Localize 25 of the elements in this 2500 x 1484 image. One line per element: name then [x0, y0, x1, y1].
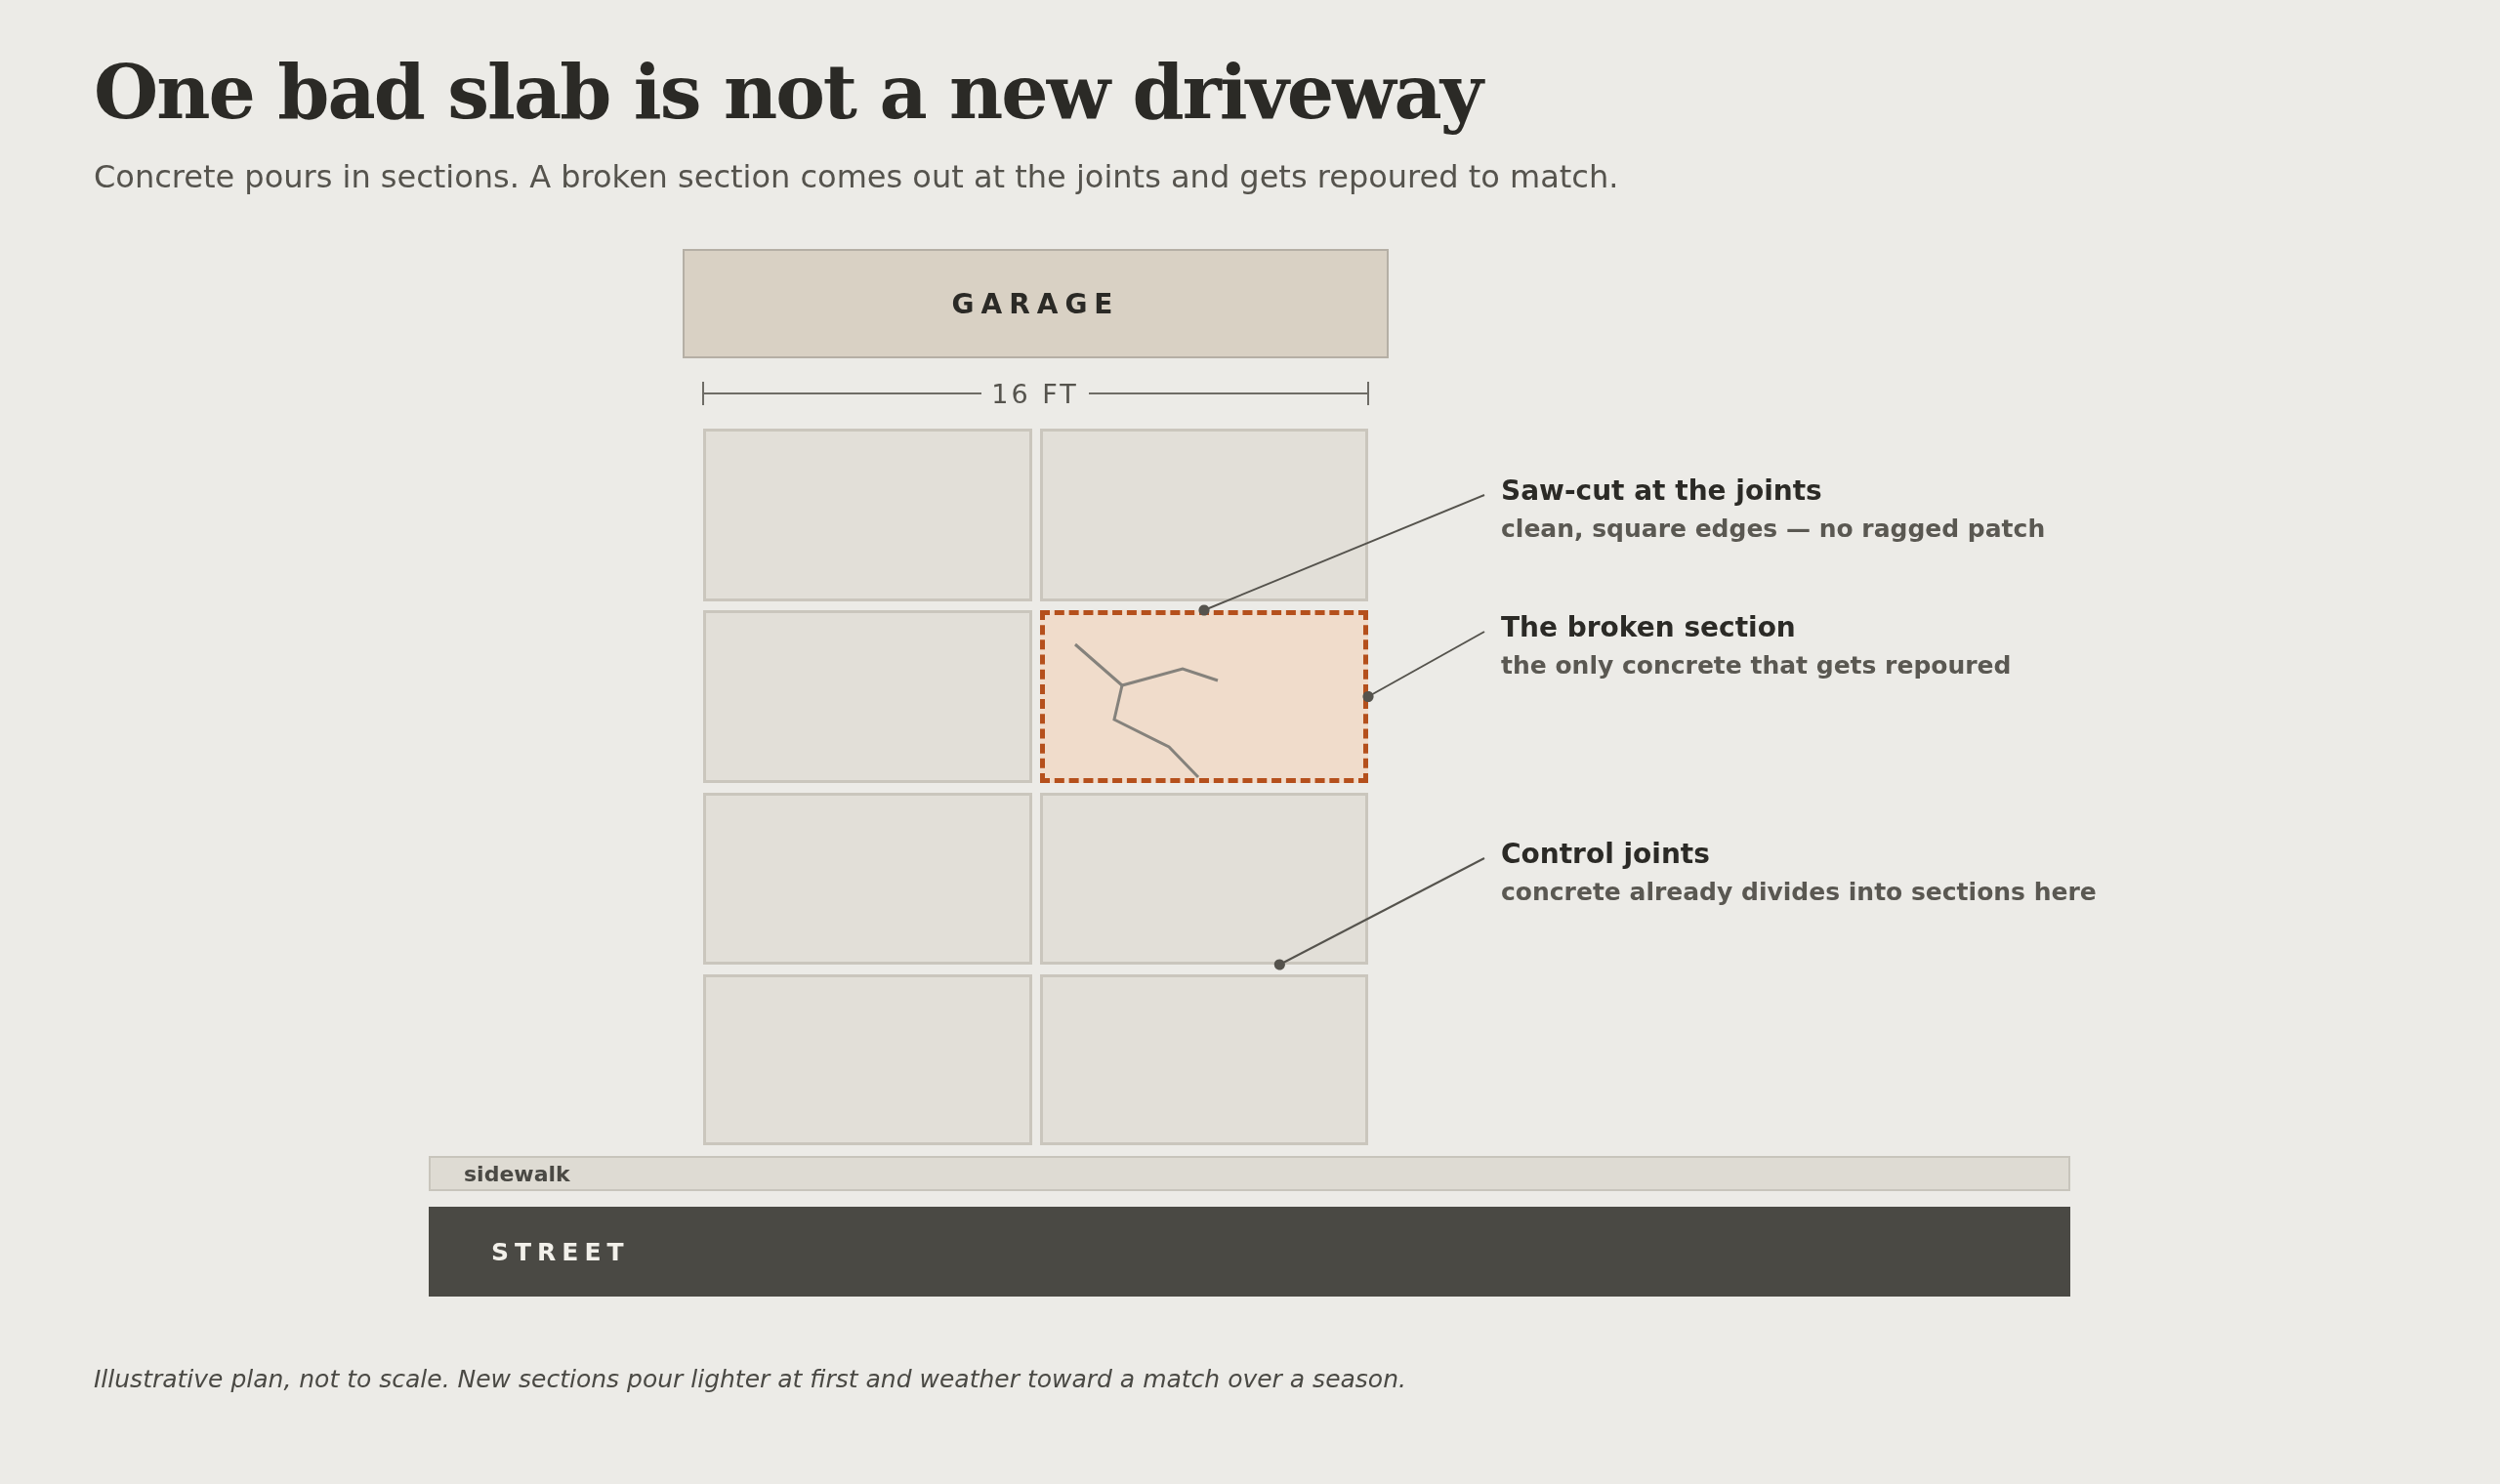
- callout-title: The broken section: [1501, 611, 1797, 643]
- callout-text: concrete already divides into sections here: [1501, 878, 2097, 906]
- subtitle: Concrete pours in sections. A broken section comes out at the joints and gets repoured to match.: [94, 158, 1619, 195]
- broken-slab: [1040, 610, 1368, 783]
- callout-title: Saw-cut at the joints: [1501, 474, 1823, 507]
- slab: [1040, 429, 1368, 601]
- sidewalk-strip: [429, 1156, 2070, 1191]
- garage-label: GARAGE: [951, 287, 1120, 320]
- leader-line: [1198, 494, 1485, 616]
- caption: Illustrative plan, not to scale. New sections pour lighter at first and weather toward a match over a season.: [94, 1365, 1406, 1393]
- sidewalk-label: sidewalk: [464, 1161, 570, 1186]
- slab: [703, 429, 1032, 601]
- slab: [703, 610, 1032, 783]
- callout-title: Control joints: [1501, 838, 1711, 870]
- slab: [703, 793, 1032, 965]
- street-label: STREET: [491, 1237, 630, 1266]
- callout-text: clean, square edges — no ragged patch: [1501, 515, 2046, 543]
- slab: [703, 974, 1032, 1145]
- leader-line: [1362, 631, 1485, 703]
- garage-box: [683, 249, 1389, 358]
- street-band: [429, 1207, 2070, 1297]
- callout-text: the only concrete that gets repoured: [1501, 651, 2012, 680]
- leader-line: [1273, 857, 1485, 970]
- slab: [1040, 793, 1368, 965]
- slab: [1040, 974, 1368, 1145]
